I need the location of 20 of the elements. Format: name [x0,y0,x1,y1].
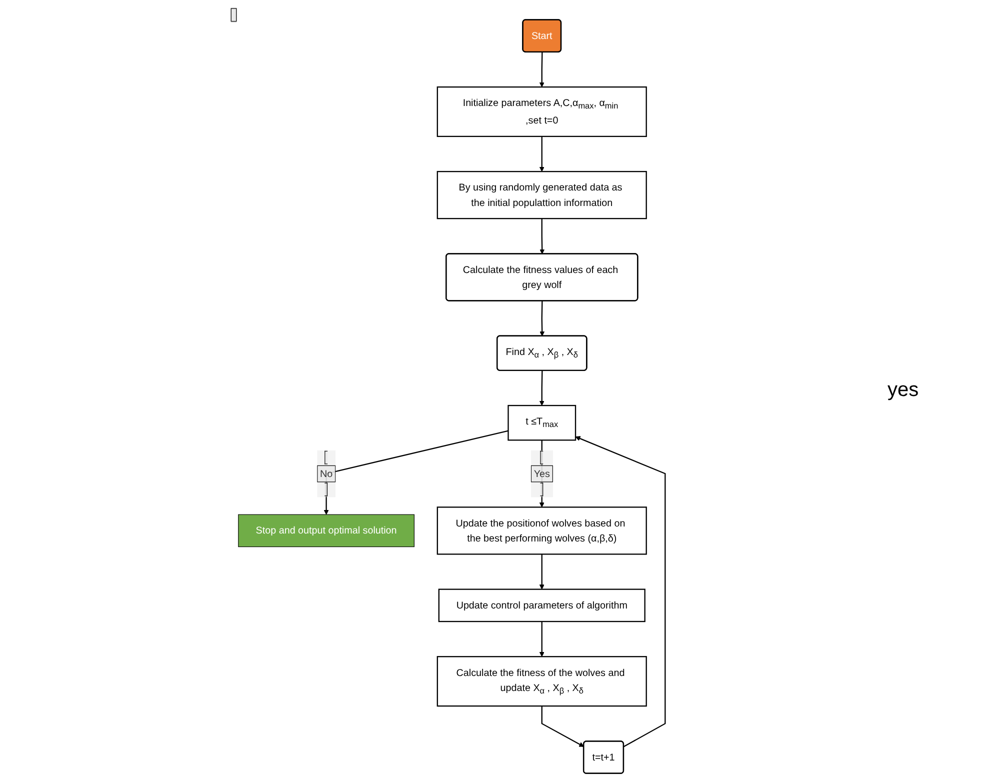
node-box: Initialize parameters A,C,α$_{max}$, α$_{min}$ ,set t=0 [436,86,646,137]
arrow [574,436,666,748]
arrow [538,622,544,657]
node-box: Stop and output optimal solution [238,514,414,548]
note-text: yes [888,379,920,402]
arrow [538,554,544,590]
node-box: t ≤T$_{max}$ [507,404,576,441]
arrow [540,706,584,747]
edge-label: Yes [533,468,550,480]
arrow [539,300,544,336]
node-box: Calculate the fitness of the wolves and update X$_{α}$ , X$_{β}$ , X$_{δ}$ [436,656,646,707]
arrow [538,370,544,406]
node-box: By using randomly generated data as the initial populattion information [436,170,646,220]
arrow [539,218,544,254]
arrow [323,430,508,515]
arrow [538,52,544,88]
node-box: Update the positionof wolves based on the best performing wolves (α,β,δ) [436,506,646,555]
edge-label: No [319,468,332,480]
arrow [538,136,544,172]
node-box: Update control parameters of algorithm [438,588,645,622]
